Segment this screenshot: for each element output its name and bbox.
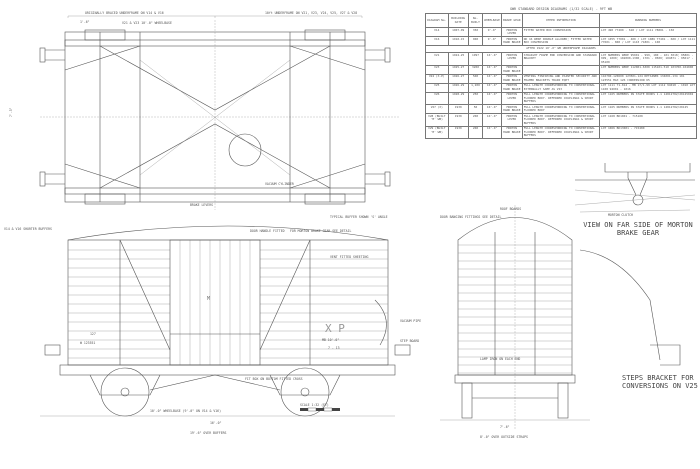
plan-note-left: V14 & V16 SHORTER BUFFERS (4, 227, 52, 231)
wheel-plan-4 (304, 193, 346, 205)
table-header-cell: RUNNING NUMBERS (598, 12, 698, 29)
table-cell: MORTON LEVER (500, 91, 523, 106)
table-cell: 250 (467, 91, 484, 106)
lettering-code: 7 - 13 (328, 346, 340, 350)
plan-dim-left: 1'-6" (80, 20, 90, 24)
plan-wheelbase-label: V21 & V23 10'-0" WHEELBASE (122, 21, 172, 25)
diagram-data-table: GWR STANDARD DESIGN DIAGRAMS (1/32 SCALE… (425, 6, 698, 140)
lettering-mark: M (207, 296, 210, 302)
lettering-number-top: 127 (90, 332, 96, 336)
buffer-left (44, 344, 61, 356)
side-note-vent: VENT FITTED SHEETING (330, 255, 368, 259)
buffer-right (394, 344, 411, 356)
wagon-door[interactable] (169, 239, 261, 366)
scale-bar: SCALE 1:32 (FT) (300, 403, 340, 412)
wheel-plan-3 (84, 193, 126, 205)
table-cell: 1997 (467, 52, 484, 66)
end-dim-width: 7'-6" (500, 425, 510, 429)
end-note-lamp: LAMP IRON ON EACH END (480, 357, 520, 361)
table-header-cell: OTHER INFORMATION (521, 12, 600, 29)
wheel-plan-2 (304, 29, 346, 41)
plan-note-brake: BRAKE LEVERS (190, 203, 213, 207)
side-elevation: X P MB 10'-0" 7 - 13 127 W 123551 M DOOR… (40, 215, 411, 435)
end-note-door: DOOR BANGING FITTINGS SEE DETAIL (440, 215, 501, 219)
solebar (59, 364, 396, 376)
table-title: GWR STANDARD DESIGN DIAGRAMS (1/32 SCALE… (509, 7, 613, 11)
side-note-door: DOOR HANDLE FITTED (250, 229, 285, 233)
table-header-cell: No. BUILT (467, 12, 484, 29)
side-dim-length: 16'-0" (210, 421, 222, 425)
side-note-buffer: TYPICAL BUFFER SHOWN 'S' ANGLE (330, 215, 388, 219)
side-note-bottom: FIT BOX ON BOTTOM FITTED CROSS (245, 377, 303, 381)
lettering-tare: MB 10'-0" (322, 338, 339, 342)
table-cell: LOT 1168 BD1001 - 715100 (598, 113, 698, 127)
end-body (457, 217, 573, 376)
detail-label-clutch: MORTON CLUTCH (608, 213, 633, 217)
end-note-step: STEP BOARD (400, 339, 419, 343)
table-cell: STRAIGHT FRAME END CONVERSION AND STANDA… (521, 52, 600, 66)
table-cell: LOT 1066 BD13001 - 715480 (598, 125, 698, 140)
side-dim-overall: 19'-6" OVER BUFFERS (190, 431, 227, 435)
table-header-cell: WHEELBASE (482, 12, 502, 29)
lettering-number: W 123551 (80, 341, 95, 345)
lettering-xp: X P (325, 322, 345, 335)
plan-dim-height: 7'-5" (9, 107, 13, 117)
table-cell: FULL LENGTH CORRESPONDING TO CONVENTIONA… (521, 113, 600, 127)
roof-line (67, 225, 389, 241)
end-view: 7'-6" 8'-0" OVER OUTSIDE STRAPS ROOF BOA… (400, 205, 590, 439)
plan-note-vacuum: VACUUM CYLINDER (265, 182, 294, 186)
table-cell: 200 (467, 125, 484, 140)
plan-label-right: 10ft UNDERFRAME ON V21, V23, V24, V25, V… (265, 11, 357, 15)
table-cell: 200 (467, 113, 484, 127)
side-note-wb: 10'-0" WHEELBASE (9'-0" ON V14 & V16) (150, 409, 221, 413)
wheel-plan-1 (84, 29, 126, 41)
end-note-vac: VACUUM PIPE (400, 319, 421, 323)
plan-label-left: ORIGINALLY BRACED UNDERFRAME ON V14 & V1… (85, 11, 164, 15)
wheel-end-2 (557, 382, 569, 419)
detail-note-step: STEPS BRACKET FOR CONVERSIONS ON V25 (622, 374, 698, 390)
table-cell: LOT 1165 NUMBERS IN STATE BOOKS 1.1 1481… (598, 91, 698, 106)
plan-view: ORIGINALLY BRACED UNDERFRAME ON V14 & V1… (4, 11, 400, 231)
end-dim-overall: 8'-0" OVER OUTSIDE STRAPS (480, 435, 528, 439)
detail-caption: VIEW ON FAR SIDE OF MORTON BRAKE GEAR (578, 221, 698, 237)
table-cell: FULL LENGTH CORRESPONDING TO CONVENTIONA… (521, 125, 600, 140)
wheel-end-1 (461, 382, 473, 419)
table-cell: 1930 (447, 113, 469, 127)
morton-brake-detail: MORTON CLUTCH FOR MORTON BRAKE GEAR SEE … (290, 163, 696, 366)
scale-bar-label: SCALE 1:32 (FT) (300, 403, 329, 407)
table-cell: LOT NUMBERS WERE 95001 - 999, 100 - 101 … (598, 52, 698, 66)
end-note-roof: ROOF BOARDS (500, 207, 521, 211)
vacuum-cylinder (228, 133, 262, 167)
table-cell: FULL LENGTH CORRESPONDING TO CONVENTIONA… (521, 91, 600, 106)
detail-note-morton: FOR MORTON BRAKE GEAR SEE DETAIL (290, 229, 351, 233)
vacuum-pipe (374, 299, 387, 346)
table-cell: MORTON LEVER (500, 52, 523, 66)
table-cell: V29 (BUILT 'M' WB) (425, 125, 449, 140)
